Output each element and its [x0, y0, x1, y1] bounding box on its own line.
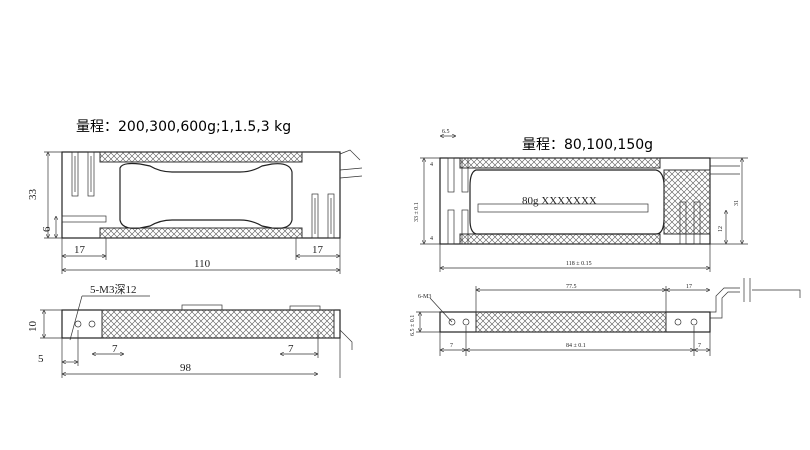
- dim-left-7b: 7: [288, 343, 294, 355]
- right-range-label: 量程：80,100,150g: [522, 137, 654, 153]
- dim-left-98: 98: [180, 362, 192, 374]
- right-side-view: 6-M3 77.5 17 6.5 ± 0.1 7 7 84 ± 0.1: [410, 278, 801, 356]
- right-label-text: 80g XXXXXXX: [522, 195, 597, 207]
- dim-right-7b: 7: [698, 343, 701, 349]
- dim-left-10: 10: [27, 321, 39, 333]
- left-range-label: 量程：200,300,600g;1,1.5,3 kg: [76, 119, 292, 135]
- dim-left-17a: 17: [74, 244, 86, 256]
- dim-right-12: 12: [718, 226, 724, 232]
- left-side-view: 5-M3深12 10 5 7 7 98: [27, 283, 353, 378]
- dim-right-84: 84 ± 0.1: [566, 343, 586, 349]
- dim-right-33: 33 ± 0.1: [414, 202, 420, 222]
- dim-left-5: 5: [38, 353, 44, 365]
- dim-left-7a: 7: [112, 343, 118, 355]
- dim-right-4a: 4: [430, 162, 433, 168]
- dim-right-65: 6.5: [442, 129, 450, 135]
- left-top-view: 33 6 17 17 110: [27, 149, 363, 274]
- dim-left-6: 6: [41, 226, 53, 232]
- dim-right-4b: 4: [430, 236, 433, 242]
- dim-right-31: 31: [734, 200, 740, 206]
- dim-right-7a: 7: [450, 343, 453, 349]
- right-top-view: 80g XXXXXXX 6.5 33 ± 0.1 4 4 31 12 118 ±…: [414, 129, 748, 272]
- dim-right-17: 17: [686, 284, 692, 290]
- dim-left-110: 110: [194, 258, 211, 270]
- dim-left-17b: 17: [312, 244, 324, 256]
- left-hole-note: 5-M3深12: [90, 283, 136, 296]
- dim-right-77: 77.5: [566, 284, 577, 290]
- dim-left-33: 33: [27, 189, 39, 201]
- right-hole-note: 6-M3: [418, 294, 431, 300]
- dim-right-thickness: 6.5 ± 0.1: [410, 315, 416, 336]
- dim-right-118: 118 ± 0.15: [566, 261, 592, 267]
